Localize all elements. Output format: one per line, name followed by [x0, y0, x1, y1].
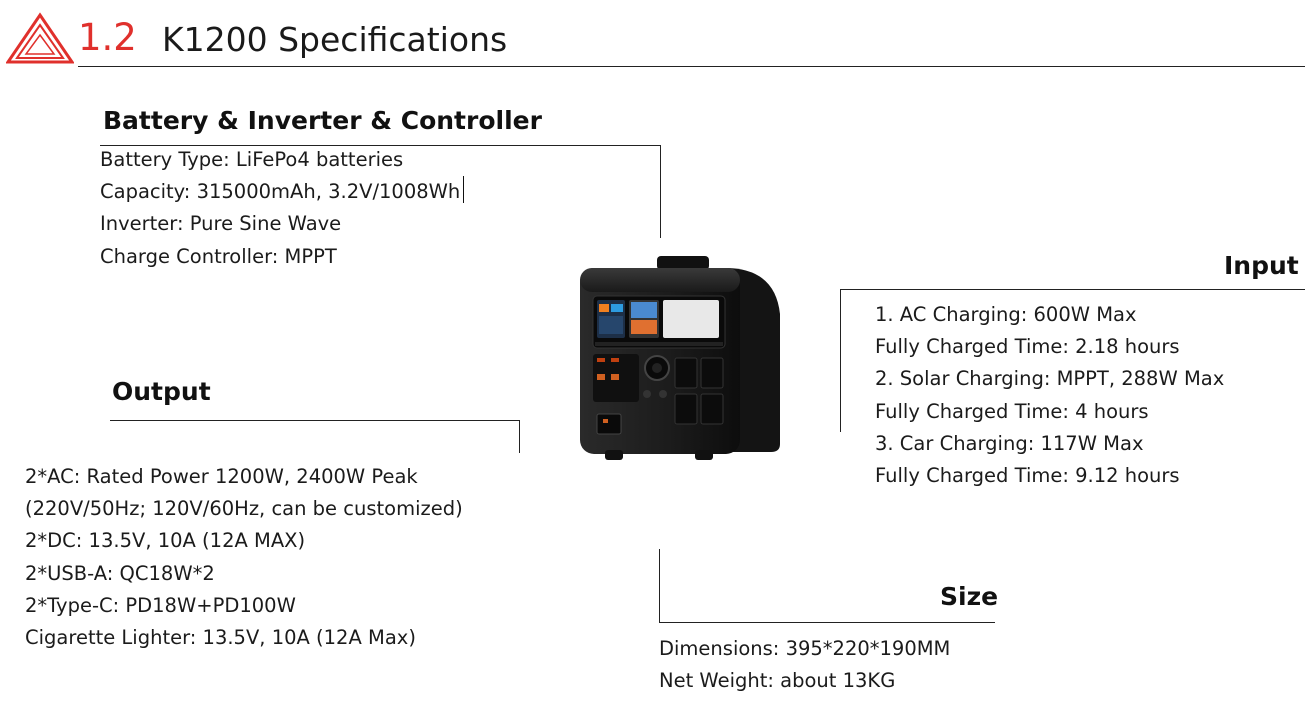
output-connector-rise	[519, 420, 520, 453]
input-spec-item: 2. Solar Charging: MPPT, 288W Max	[875, 367, 1225, 391]
size-section-title: Size	[940, 582, 999, 611]
input-spec-list: 1. AC Charging: 600W Max Fully Charged T…	[875, 299, 1224, 492]
input-spec-item: Fully Charged Time: 4 hours	[875, 399, 1149, 423]
battery-spec-list: Battery Type: LiFePo4 batteries Capacity…	[100, 144, 460, 273]
battery-section-title: Battery & Inverter & Controller	[103, 106, 542, 135]
header-divider	[78, 66, 1305, 67]
output-spec-item: 2*Type-C: PD18W+PD100W	[25, 593, 296, 617]
input-spec-item: 3. Car Charging: 117W Max	[875, 431, 1144, 455]
battery-spec-item: Battery Type: LiFePo4 batteries	[100, 148, 404, 171]
battery-spec-item: Charge Controller: MPPT	[100, 244, 337, 268]
output-spec-item: 2*USB-A: QC18W*2	[25, 561, 215, 585]
input-spec-item: 1. AC Charging: 600W Max	[875, 303, 1137, 326]
battery-connector-drop	[660, 145, 661, 238]
output-section-title: Output	[112, 377, 211, 406]
section-number: 1.2	[78, 16, 137, 59]
output-spec-item: (220V/50Hz; 120V/60Hz, can be customized…	[25, 497, 463, 521]
input-section-title: Input	[1224, 251, 1299, 280]
output-spec-item: 2*DC: 13.5V, 10A (12A MAX)	[25, 529, 306, 553]
output-spec-list: 2*AC: Rated Power 1200W, 2400W Peak (220…	[25, 461, 463, 654]
page-title: K1200 Specifications	[162, 20, 508, 59]
power-station-image	[580, 256, 780, 460]
battery-spec-item: Capacity: 315000mAh, 3.2V/1008Wh	[100, 180, 461, 204]
input-spec-item: Fully Charged Time: 9.12 hours	[875, 464, 1180, 488]
size-spec-item: Dimensions: 395*220*190MM	[659, 637, 951, 660]
output-spec-item: Cigarette Lighter: 13.5V, 10A (12A Max)	[25, 626, 416, 650]
battery-spec-item: Inverter: Pure Sine Wave	[100, 212, 342, 236]
input-connector-line	[840, 289, 1305, 290]
input-connector-drop	[840, 289, 841, 432]
size-spec-item: Net Weight: about 13KG	[659, 669, 896, 693]
output-spec-item: 2*AC: Rated Power 1200W, 2400W Peak	[25, 465, 418, 488]
battery-connector-line	[100, 145, 661, 146]
input-spec-item: Fully Charged Time: 2.18 hours	[875, 335, 1180, 359]
size-spec-list: Dimensions: 395*220*190MM Net Weight: ab…	[659, 633, 950, 697]
output-connector-line	[110, 420, 520, 421]
triangle-logo-icon	[6, 12, 74, 64]
size-connector-rise	[659, 549, 660, 622]
size-connector-line	[659, 622, 995, 623]
text-cursor	[463, 176, 464, 203]
